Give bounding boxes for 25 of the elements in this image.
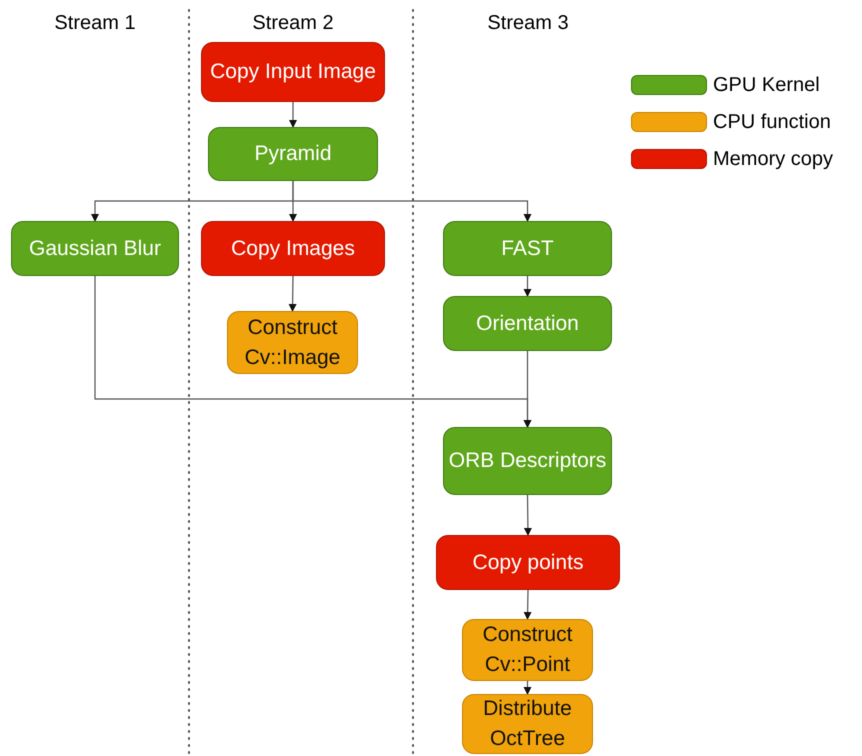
arrow	[524, 590, 532, 620]
process-box: Copy Images	[201, 221, 385, 276]
arrow	[524, 681, 532, 695]
process-box: Copy points	[436, 535, 620, 590]
process-box: Copy Input Image	[201, 42, 385, 102]
process-box: Orientation	[443, 296, 612, 351]
process-box: Construct Cv::Image	[227, 311, 358, 374]
process-box: FAST	[443, 221, 612, 276]
stream-label: Stream 2	[252, 11, 334, 36]
process-box: ORB Descriptors	[443, 427, 612, 495]
stream-label: Stream 1	[54, 11, 136, 36]
legend-label: CPU function	[713, 110, 831, 135]
legend-label: GPU Kernel	[713, 73, 820, 98]
arrow	[524, 495, 532, 536]
process-box: Distribute OctTree	[462, 694, 593, 754]
process-box: Gaussian Blur	[11, 221, 179, 276]
legend-label: Memory copy	[713, 147, 834, 172]
arrow	[288, 276, 297, 312]
process-box: Construct Cv::Point	[462, 619, 593, 681]
process-box: Pyramid	[208, 127, 378, 181]
arrow	[524, 276, 532, 297]
arrow	[292, 181, 532, 222]
arrow	[289, 102, 297, 128]
arrow	[524, 351, 532, 428]
stream-label: Stream 3	[487, 11, 569, 36]
